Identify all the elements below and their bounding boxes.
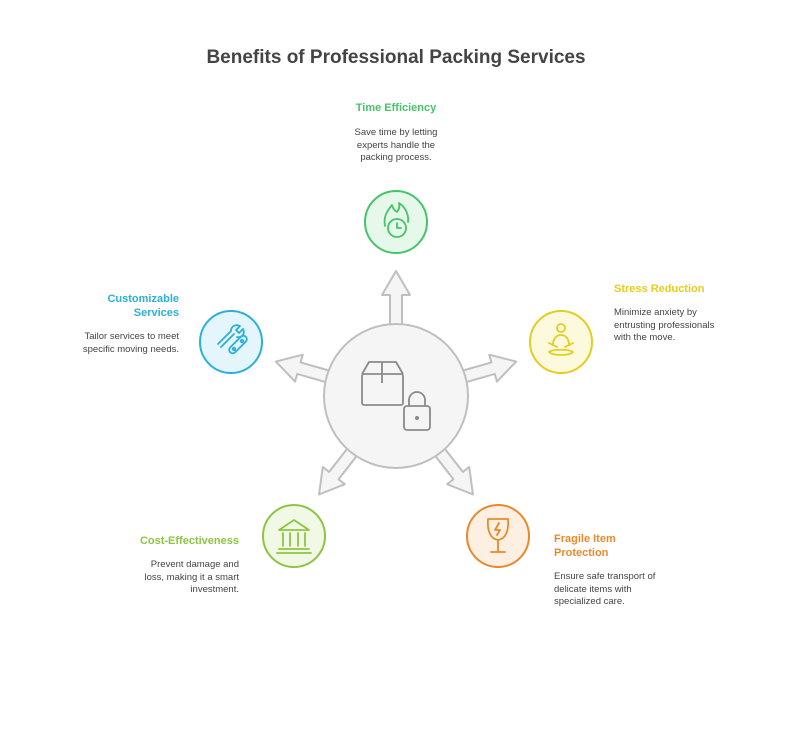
benefit-node-fragile (466, 504, 530, 568)
benefit-description-custom: Tailor services to meet specific moving … (82, 331, 179, 355)
fire-clock-icon (383, 202, 410, 238)
benefit-node-cost (262, 504, 326, 568)
benefit-description-time: Save time by letting experts handle the … (354, 127, 438, 163)
bank-icon (276, 519, 312, 554)
benefit-heading-cost: Cost-Effectiveness (139, 535, 239, 547)
padlock-icon (403, 391, 431, 431)
benefit-heading-time: Time Efficiency (355, 102, 437, 114)
benefit-node-time (364, 190, 428, 254)
benefit-node-custom (199, 310, 263, 374)
hub-circle (323, 323, 469, 469)
diagram-title: Benefits of Professional Packing Service… (206, 47, 586, 68)
benefit-heading-stress: Stress Reduction (614, 283, 705, 295)
benefit-heading-custom: Customizable Services (107, 293, 179, 319)
box-icon (361, 361, 404, 406)
benefit-node-stress (529, 310, 593, 374)
broken-glass-icon (486, 518, 510, 553)
meditation-icon (548, 323, 574, 356)
benefit-heading-fragile: Fragile Item Protection (554, 533, 616, 559)
benefit-description-fragile: Ensure safe transport of delicate items … (554, 571, 656, 607)
benefit-description-cost: Prevent damage and loss, making it a sma… (144, 559, 240, 595)
benefit-description-stress: Minimize anxiety by entrusting professio… (614, 307, 715, 343)
tools-icon (217, 324, 248, 355)
